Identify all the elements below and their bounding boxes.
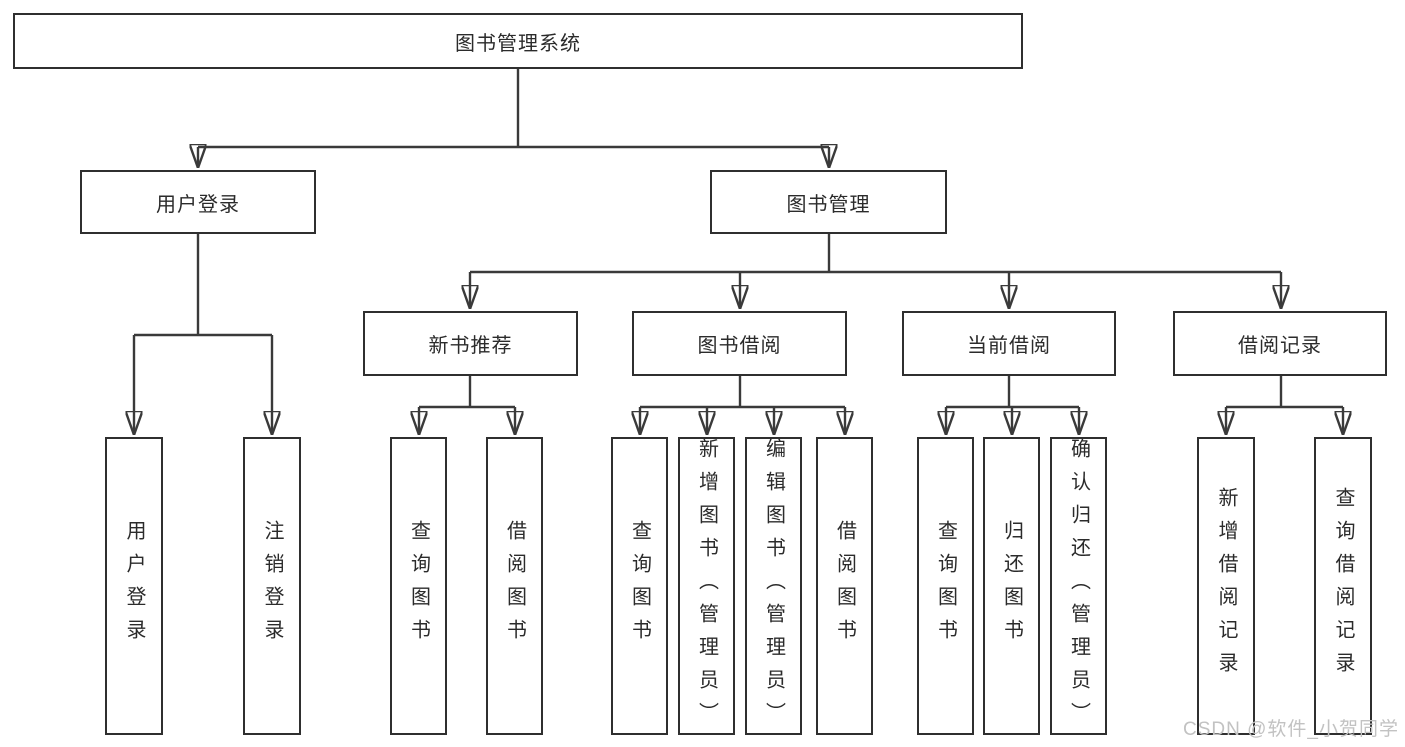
csdn-watermark: CSDN @软件_小贺同学 bbox=[1183, 719, 1399, 740]
node-book-management: 图书管理 bbox=[710, 170, 947, 234]
leaf-query-books-current: 查询图书 bbox=[917, 437, 974, 735]
node-label: 查询图书 bbox=[628, 520, 651, 652]
node-label: 借阅记录 bbox=[1238, 335, 1322, 357]
node-label: 确认归还（管理员） bbox=[1067, 437, 1090, 735]
leaf-borrow-books-recommend: 借阅图书 bbox=[486, 437, 543, 735]
node-label: 用户登录 bbox=[123, 520, 145, 652]
node-label: 归还图书 bbox=[1000, 520, 1023, 652]
node-borrowing-records: 借阅记录 bbox=[1173, 311, 1387, 376]
node-label: 用户登录 bbox=[156, 193, 240, 216]
leaf-logout: 注销登录 bbox=[243, 437, 301, 735]
leaf-borrow-books: 借阅图书 bbox=[816, 437, 873, 735]
leaf-query-books-recommend: 查询图书 bbox=[390, 437, 447, 735]
node-label: 编辑图书（管理员） bbox=[762, 437, 785, 735]
node-current-borrowing: 当前借阅 bbox=[902, 311, 1116, 376]
leaf-add-book-admin: 新增图书（管理员） bbox=[678, 437, 735, 735]
node-label: 图书管理 bbox=[786, 193, 871, 216]
leaf-return-book: 归还图书 bbox=[983, 437, 1040, 735]
node-user-login: 用户登录 bbox=[80, 170, 316, 234]
node-label: 新书推荐 bbox=[428, 335, 513, 357]
node-label: 当前借阅 bbox=[967, 335, 1051, 357]
node-label: 新增借阅记录 bbox=[1215, 487, 1237, 685]
node-root-library-system: 图书管理系统 bbox=[13, 13, 1023, 69]
node-label: 借阅图书 bbox=[503, 520, 526, 652]
node-label: 新增图书（管理员） bbox=[695, 437, 718, 735]
node-new-book-recommendation: 新书推荐 bbox=[363, 311, 578, 376]
node-label: 图书管理系统 bbox=[455, 32, 581, 55]
node-label: 图书借阅 bbox=[697, 335, 782, 357]
node-book-borrowing: 图书借阅 bbox=[632, 311, 847, 376]
node-label: 查询借阅记录 bbox=[1332, 487, 1354, 685]
leaf-query-borrow-record: 查询借阅记录 bbox=[1314, 437, 1372, 735]
leaf-add-borrow-record: 新增借阅记录 bbox=[1197, 437, 1255, 735]
leaf-user-login: 用户登录 bbox=[105, 437, 163, 735]
leaf-edit-book-admin: 编辑图书（管理员） bbox=[745, 437, 802, 735]
leaf-query-books-borrow: 查询图书 bbox=[611, 437, 668, 735]
node-label: 查询图书 bbox=[407, 520, 430, 652]
node-label: 查询图书 bbox=[934, 520, 957, 652]
node-label: 注销登录 bbox=[261, 520, 283, 652]
node-label: 借阅图书 bbox=[833, 520, 856, 652]
leaf-confirm-return-admin: 确认归还（管理员） bbox=[1050, 437, 1107, 735]
